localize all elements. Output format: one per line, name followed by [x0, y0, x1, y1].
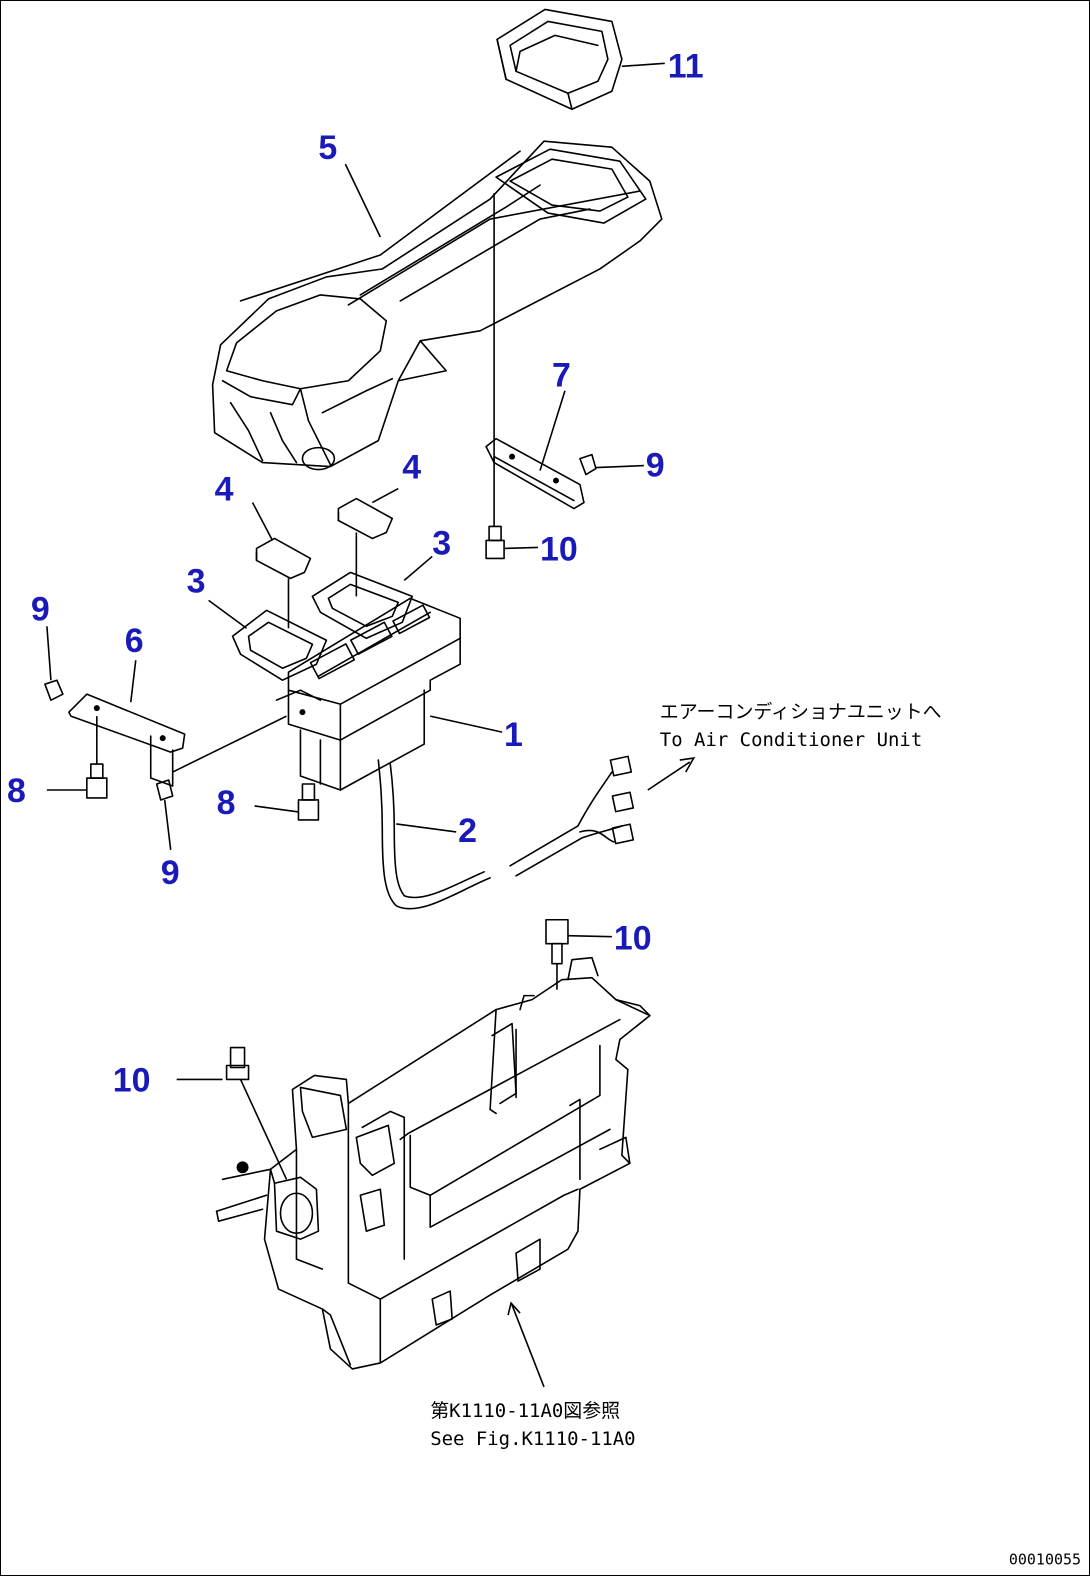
clip-part-9-left: [44, 679, 64, 701]
callout-4-right: 4: [402, 449, 421, 487]
callout-4-left: 4: [215, 471, 234, 509]
callout-10-lower: 10: [113, 1061, 151, 1099]
switch-panel-part-1: [275, 597, 461, 791]
leader-2: [396, 823, 457, 833]
leader-1: [430, 715, 503, 733]
console-base-frame: [215, 956, 651, 1370]
note-fig-en: See Fig.K1110-11A0: [430, 1428, 635, 1450]
clip-part-9-bottom: [155, 779, 174, 801]
callout-9-right: 9: [646, 447, 665, 485]
cover-part-4-right: [337, 497, 394, 540]
frame-part-3-left: [231, 609, 328, 681]
leader-3-right: [403, 555, 433, 581]
leader-5: [344, 163, 382, 238]
note-aircon-jp: エアーコンディショナユニットへ: [660, 701, 942, 723]
callout-5: 5: [318, 129, 337, 167]
callout-3-left: 3: [187, 562, 206, 600]
frame-part-3-right: [311, 571, 414, 640]
note-aircon-en: To Air Conditioner Unit: [660, 729, 922, 751]
clip-part-9-right: [579, 453, 597, 476]
harness-part-2: [377, 755, 635, 910]
leader-6-to-1: [172, 715, 287, 773]
leader-6: [129, 660, 137, 703]
bracket-part-6: [68, 693, 186, 787]
leader-10-middle: [567, 934, 612, 938]
leader-10-upper: [504, 546, 539, 550]
callout-6: 6: [125, 622, 144, 660]
leader-9-bottom: [163, 799, 172, 850]
cover-part-4-left: [255, 537, 312, 580]
bolt-part-8-left: [86, 763, 108, 799]
callout-9-left: 9: [31, 590, 50, 628]
leader-4-left: [251, 502, 274, 541]
leader-3-left: [208, 599, 248, 629]
console-cover-part-5: [211, 140, 663, 471]
bolt-part-10-lower: [225, 1046, 250, 1081]
tray-part-11: [496, 8, 623, 111]
callout-1: 1: [504, 716, 523, 754]
leader-8-right: [254, 805, 299, 813]
leader-9-right: [595, 464, 644, 469]
note-fig-jp: 第K1110-11A0図参照: [430, 1400, 620, 1422]
bolt-part-10-upper: [485, 525, 505, 560]
callout-11: 11: [668, 47, 704, 85]
arrow-aircon: [647, 757, 696, 791]
callout-8-left: 8: [7, 772, 26, 810]
callout-9-bottom: 9: [161, 854, 180, 892]
bolt-part-8-right: [297, 783, 320, 821]
bolt-part-10-middle: [545, 918, 569, 965]
callout-10-middle: 10: [614, 920, 652, 958]
leader-11: [621, 62, 665, 68]
arrow-fig-ref: [507, 1301, 545, 1388]
callout-3-right: 3: [432, 524, 451, 562]
callout-8-right: 8: [217, 784, 236, 822]
leader-4-right: [371, 487, 399, 504]
leader-7: [539, 390, 566, 471]
leader-9-left: [46, 626, 52, 681]
bracket-part-7: [485, 437, 585, 510]
drawing-ref-number: 00010055: [1009, 1551, 1081, 1569]
callout-10-upper: 10: [540, 530, 578, 568]
callout-7: 7: [552, 357, 571, 395]
callout-2: 2: [458, 812, 477, 850]
